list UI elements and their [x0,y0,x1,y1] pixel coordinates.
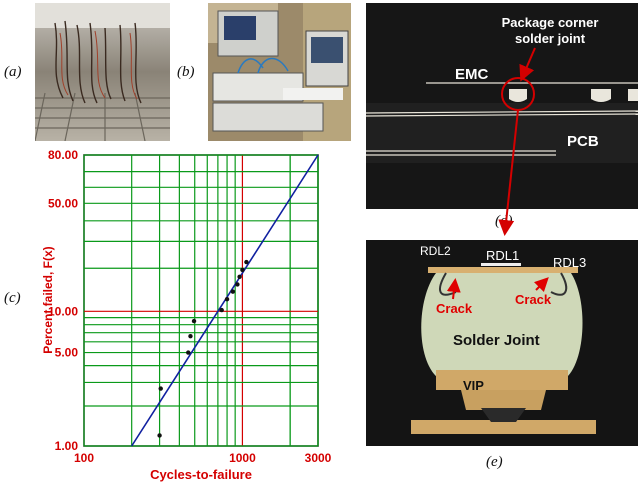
label-emc: EMC [455,66,489,83]
data-point [224,296,230,302]
fit-line [131,154,319,447]
data-point [219,307,224,313]
panel-label-c: (c) [4,290,21,306]
label-rdl3: RDL3 [553,255,587,270]
data-point [244,259,249,265]
label-rdl2: RDL2 [420,244,451,258]
arrow-crack-left [446,278,461,300]
test-equipment-image [208,3,351,141]
data-point [230,289,236,294]
data-point [157,433,162,438]
x-tick-label: 1000 [229,451,256,465]
y-tick-label: 5.00 [55,346,79,360]
plot-area [83,154,319,447]
y-tick-label: 50.00 [48,196,78,210]
data-point [235,282,240,287]
data-point [186,350,191,355]
label-pcb: PCB [567,133,599,150]
arrow-callout [519,47,536,82]
panel-e-solder-joint [366,240,638,446]
thermal-chamber-image [35,3,170,141]
label-crack-left: Crack [436,301,473,316]
x-tick-label: 100 [74,451,94,465]
panel-label-a: (a) [4,64,22,80]
panel-d-cross-section [366,3,638,209]
panel-label-e: (e) [486,454,503,470]
panel-label-b: (b) [177,64,195,80]
y-axis-label: Percent failed, F(x) [41,246,55,353]
weibull-chart: 100 1000 3000 80.00 50.00 10.00 5.00 1.00 Cycle… [41,148,332,482]
data-point [188,333,193,339]
data-point [191,318,197,324]
photo-thermal-chamber [35,3,170,141]
data-point [237,274,242,279]
y-tick-label: 10.00 [48,304,78,318]
label-vip: VIP [463,378,484,393]
data-point [158,386,163,391]
x-axis-label: Cycles-to-failure [150,467,252,482]
y-tick-label: 1.00 [55,439,79,453]
data-point [240,267,245,273]
arrow-zoom [498,109,519,236]
solder-joint-image [366,240,638,446]
callout-package-corner: Package corner solder joint [501,15,599,46]
photo-test-equipment [208,3,351,141]
x-tick-label: 3000 [305,451,332,465]
label-crack-right: Crack [515,292,552,307]
label-rdl1: RDL1 [486,248,520,263]
label-solder-joint: Solder Joint [453,332,540,349]
cross-section-image [366,3,638,209]
arrow-crack-right [533,277,549,293]
y-tick-label: 80.00 [48,148,78,162]
